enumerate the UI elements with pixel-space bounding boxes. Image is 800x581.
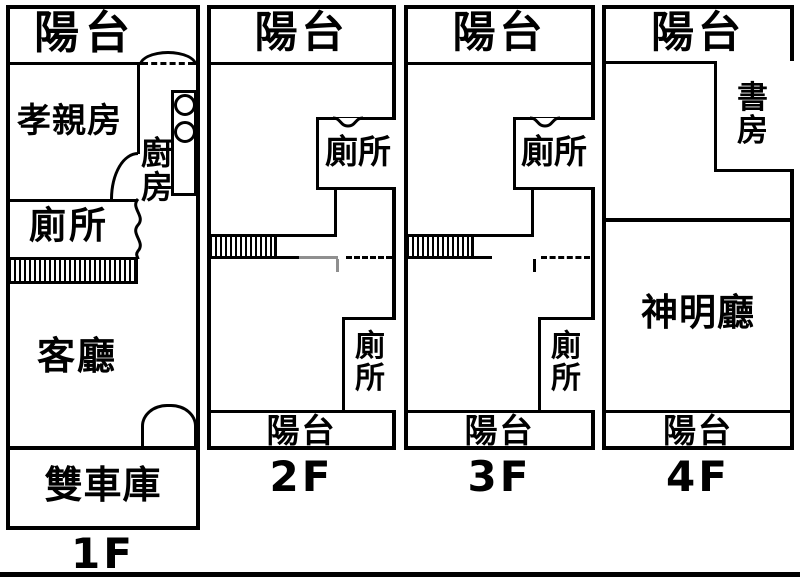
study-box [714, 61, 794, 172]
floor-label-2f: 2F [269, 452, 334, 501]
room-label-toilet-2f-upper: 廁所 [325, 132, 391, 171]
balcony-bottom-wall-2f [207, 410, 396, 413]
stair-landing-wall-3f [474, 234, 534, 237]
balcony-wall-1f [6, 62, 142, 65]
mid-dashed-wall-3f [541, 256, 590, 259]
living-room-arch-doorway [141, 404, 197, 447]
stairs-2f [210, 234, 277, 259]
room-label-toilet-2f-lower: 廁所 [355, 329, 385, 397]
room-label-balcony-top-3f: 陽台 [452, 8, 547, 58]
toilet-2f-upper-box [316, 117, 396, 190]
mid-wall-3f [471, 256, 492, 259]
room-label-balcony-bottom-3f: 陽台 [464, 411, 535, 450]
floor-label-3f: 3F [467, 452, 532, 501]
room-label-garage: 雙車庫 [44, 463, 162, 507]
room-label-study: 書房 [737, 80, 768, 150]
mid-dashed-wall-2f [346, 256, 392, 259]
kitchen-arch-dashed-line [142, 62, 194, 65]
mid-wall-2f-gray-artifact [299, 256, 338, 259]
bottom-rule [0, 572, 800, 577]
stairs-3f [407, 234, 474, 259]
toilet-3f-door-notch [529, 116, 561, 128]
toilet-3f-lower-box [538, 317, 595, 413]
balcony-wall-4f [602, 61, 794, 64]
balcony-bottom-wall-4f [602, 410, 794, 413]
garage-top-wall [6, 446, 200, 450]
shrine-hall-top-wall [602, 218, 794, 222]
floor-label-1f: 1F [71, 529, 135, 578]
toilet-2f-lower-wall [334, 187, 337, 237]
floor-label-4f: 4F [666, 452, 730, 501]
balcony-wall-2f [207, 62, 396, 65]
room-label-balcony-top-2f: 陽台 [254, 8, 349, 58]
stove-burner-icon [174, 94, 196, 116]
toilet-3f-lower-wall [531, 187, 534, 237]
room-label-toilet-3f-upper: 廁所 [521, 132, 587, 171]
mid-wall-2f [274, 256, 299, 259]
balcony-bottom-wall-3f [404, 410, 595, 413]
toilet-2f-door-notch [332, 116, 364, 128]
mid-tick-2f-gray-artifact [336, 259, 339, 272]
room-label-toilet-1f: 廁所 [29, 204, 109, 247]
room-label-shrine-hall: 神明廳 [641, 291, 755, 334]
toilet-1f-top-wall [6, 199, 137, 202]
toilet-2f-lower-box [342, 317, 396, 413]
room-label-parent-room: 孝親房 [17, 101, 122, 141]
stair-landing-wall-2f [277, 234, 337, 237]
stairs-1f [9, 257, 138, 284]
room-label-kitchen: 廚房 [141, 134, 174, 207]
room-label-living-room: 客廳 [37, 334, 118, 378]
room-label-balcony-top-1f: 陽台 [34, 6, 137, 59]
balcony-wall-3f [404, 62, 595, 65]
kitchen-wall [137, 63, 140, 154]
room-label-toilet-3f-lower: 廁所 [551, 329, 581, 397]
room-label-balcony-bottom-2f: 陽台 [266, 411, 337, 450]
stove-burner-icon [174, 121, 196, 143]
mid-tick-3f [533, 259, 536, 272]
room-label-balcony-bottom-4f: 陽台 [663, 411, 733, 450]
toilet-1f-wavy-edge [134, 198, 142, 260]
room-label-balcony-top-4f: 陽台 [651, 8, 745, 58]
